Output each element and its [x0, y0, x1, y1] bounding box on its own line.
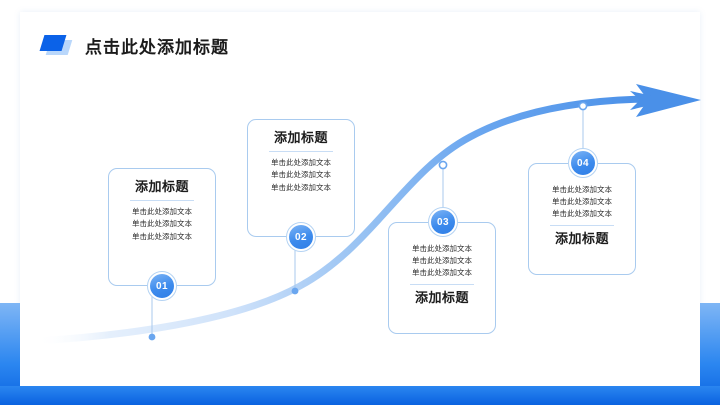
- badge-ring-03: [428, 207, 458, 237]
- card-line: 单击此处添加文本: [132, 231, 192, 241]
- info-card-04[interactable]: 单击此处添加文本 单击此处添加文本 单击此处添加文本 添加标题: [528, 163, 636, 275]
- step-badge-02[interactable]: 02: [286, 222, 316, 252]
- card-line: 单击此处添加文本: [412, 244, 472, 253]
- card-line: 单击此处添加文本: [132, 219, 192, 229]
- slide-header: 点击此处添加标题: [39, 30, 229, 60]
- badge-number-01: 01: [156, 280, 168, 292]
- card-line: 单击此处添加文本: [552, 209, 612, 219]
- badge-fill-01: 01: [150, 274, 174, 298]
- card-body-03: 单击此处添加文本 单击此处添加文本 单击此处添加文本: [412, 243, 472, 279]
- badge-number-03: 03: [437, 216, 449, 228]
- card-body-01: 单击此处添加文本 单击此处添加文本 单击此处添加文本: [132, 206, 192, 242]
- step-badge-04[interactable]: 04: [568, 148, 598, 178]
- badge-fill-03: 03: [431, 210, 455, 234]
- card-line: 单击此处添加文本: [271, 170, 331, 180]
- frame-bottom-accent: [0, 386, 720, 405]
- card-title-01: 添加标题: [134, 179, 189, 194]
- badge-number-04: 04: [577, 157, 589, 169]
- badge-number-02: 02: [295, 231, 307, 243]
- badge-fill-04: 04: [571, 151, 595, 175]
- badge-fill-02: 02: [289, 225, 313, 249]
- card-divider-03: [410, 284, 474, 286]
- info-card-03[interactable]: 单击此处添加文本 单击此处添加文本 单击此处添加文本 添加标题: [388, 222, 496, 334]
- step-badge-03[interactable]: 03: [428, 207, 458, 237]
- card-body-04: 单击此处添加文本 单击此处添加文本 单击此处添加文本: [552, 184, 612, 220]
- parallelogram-mark-icon: [39, 34, 74, 56]
- card-line: 单击此处添加文本: [412, 268, 472, 278]
- card-title-03: 添加标题: [414, 290, 469, 306]
- info-card-01[interactable]: 添加标题 单击此处添加文本 单击此处添加文本 单击此处添加文本: [108, 168, 216, 286]
- card-line: 单击此处添加文本: [132, 207, 192, 217]
- card-divider-01: [130, 200, 194, 202]
- info-card-02[interactable]: 添加标题 单击此处添加文本 单击此处添加文本 单击此处添加文本: [247, 119, 355, 237]
- page-title: 点击此处添加标题: [85, 37, 229, 57]
- badge-ring-02: [286, 222, 316, 252]
- card-line: 单击此处添加文本: [552, 197, 612, 207]
- card-title-04: 添加标题: [554, 231, 609, 247]
- frame-left-accent: [0, 303, 20, 405]
- card-divider-04: [550, 225, 614, 227]
- frame-right-accent: [700, 303, 720, 405]
- step-badge-01[interactable]: 01: [147, 271, 177, 301]
- card-title-02: 添加标题: [273, 130, 328, 145]
- badge-ring-04: [568, 148, 598, 178]
- card-line: 单击此处添加文本: [271, 182, 331, 192]
- card-line: 单击此处添加文本: [552, 185, 612, 194]
- card-line: 单击此处添加文本: [271, 158, 331, 168]
- card-line: 单击此处添加文本: [412, 256, 472, 266]
- badge-ring-01: [147, 271, 177, 301]
- card-body-02: 单击此处添加文本 单击此处添加文本 单击此处添加文本: [271, 157, 331, 193]
- card-divider-02: [269, 151, 333, 153]
